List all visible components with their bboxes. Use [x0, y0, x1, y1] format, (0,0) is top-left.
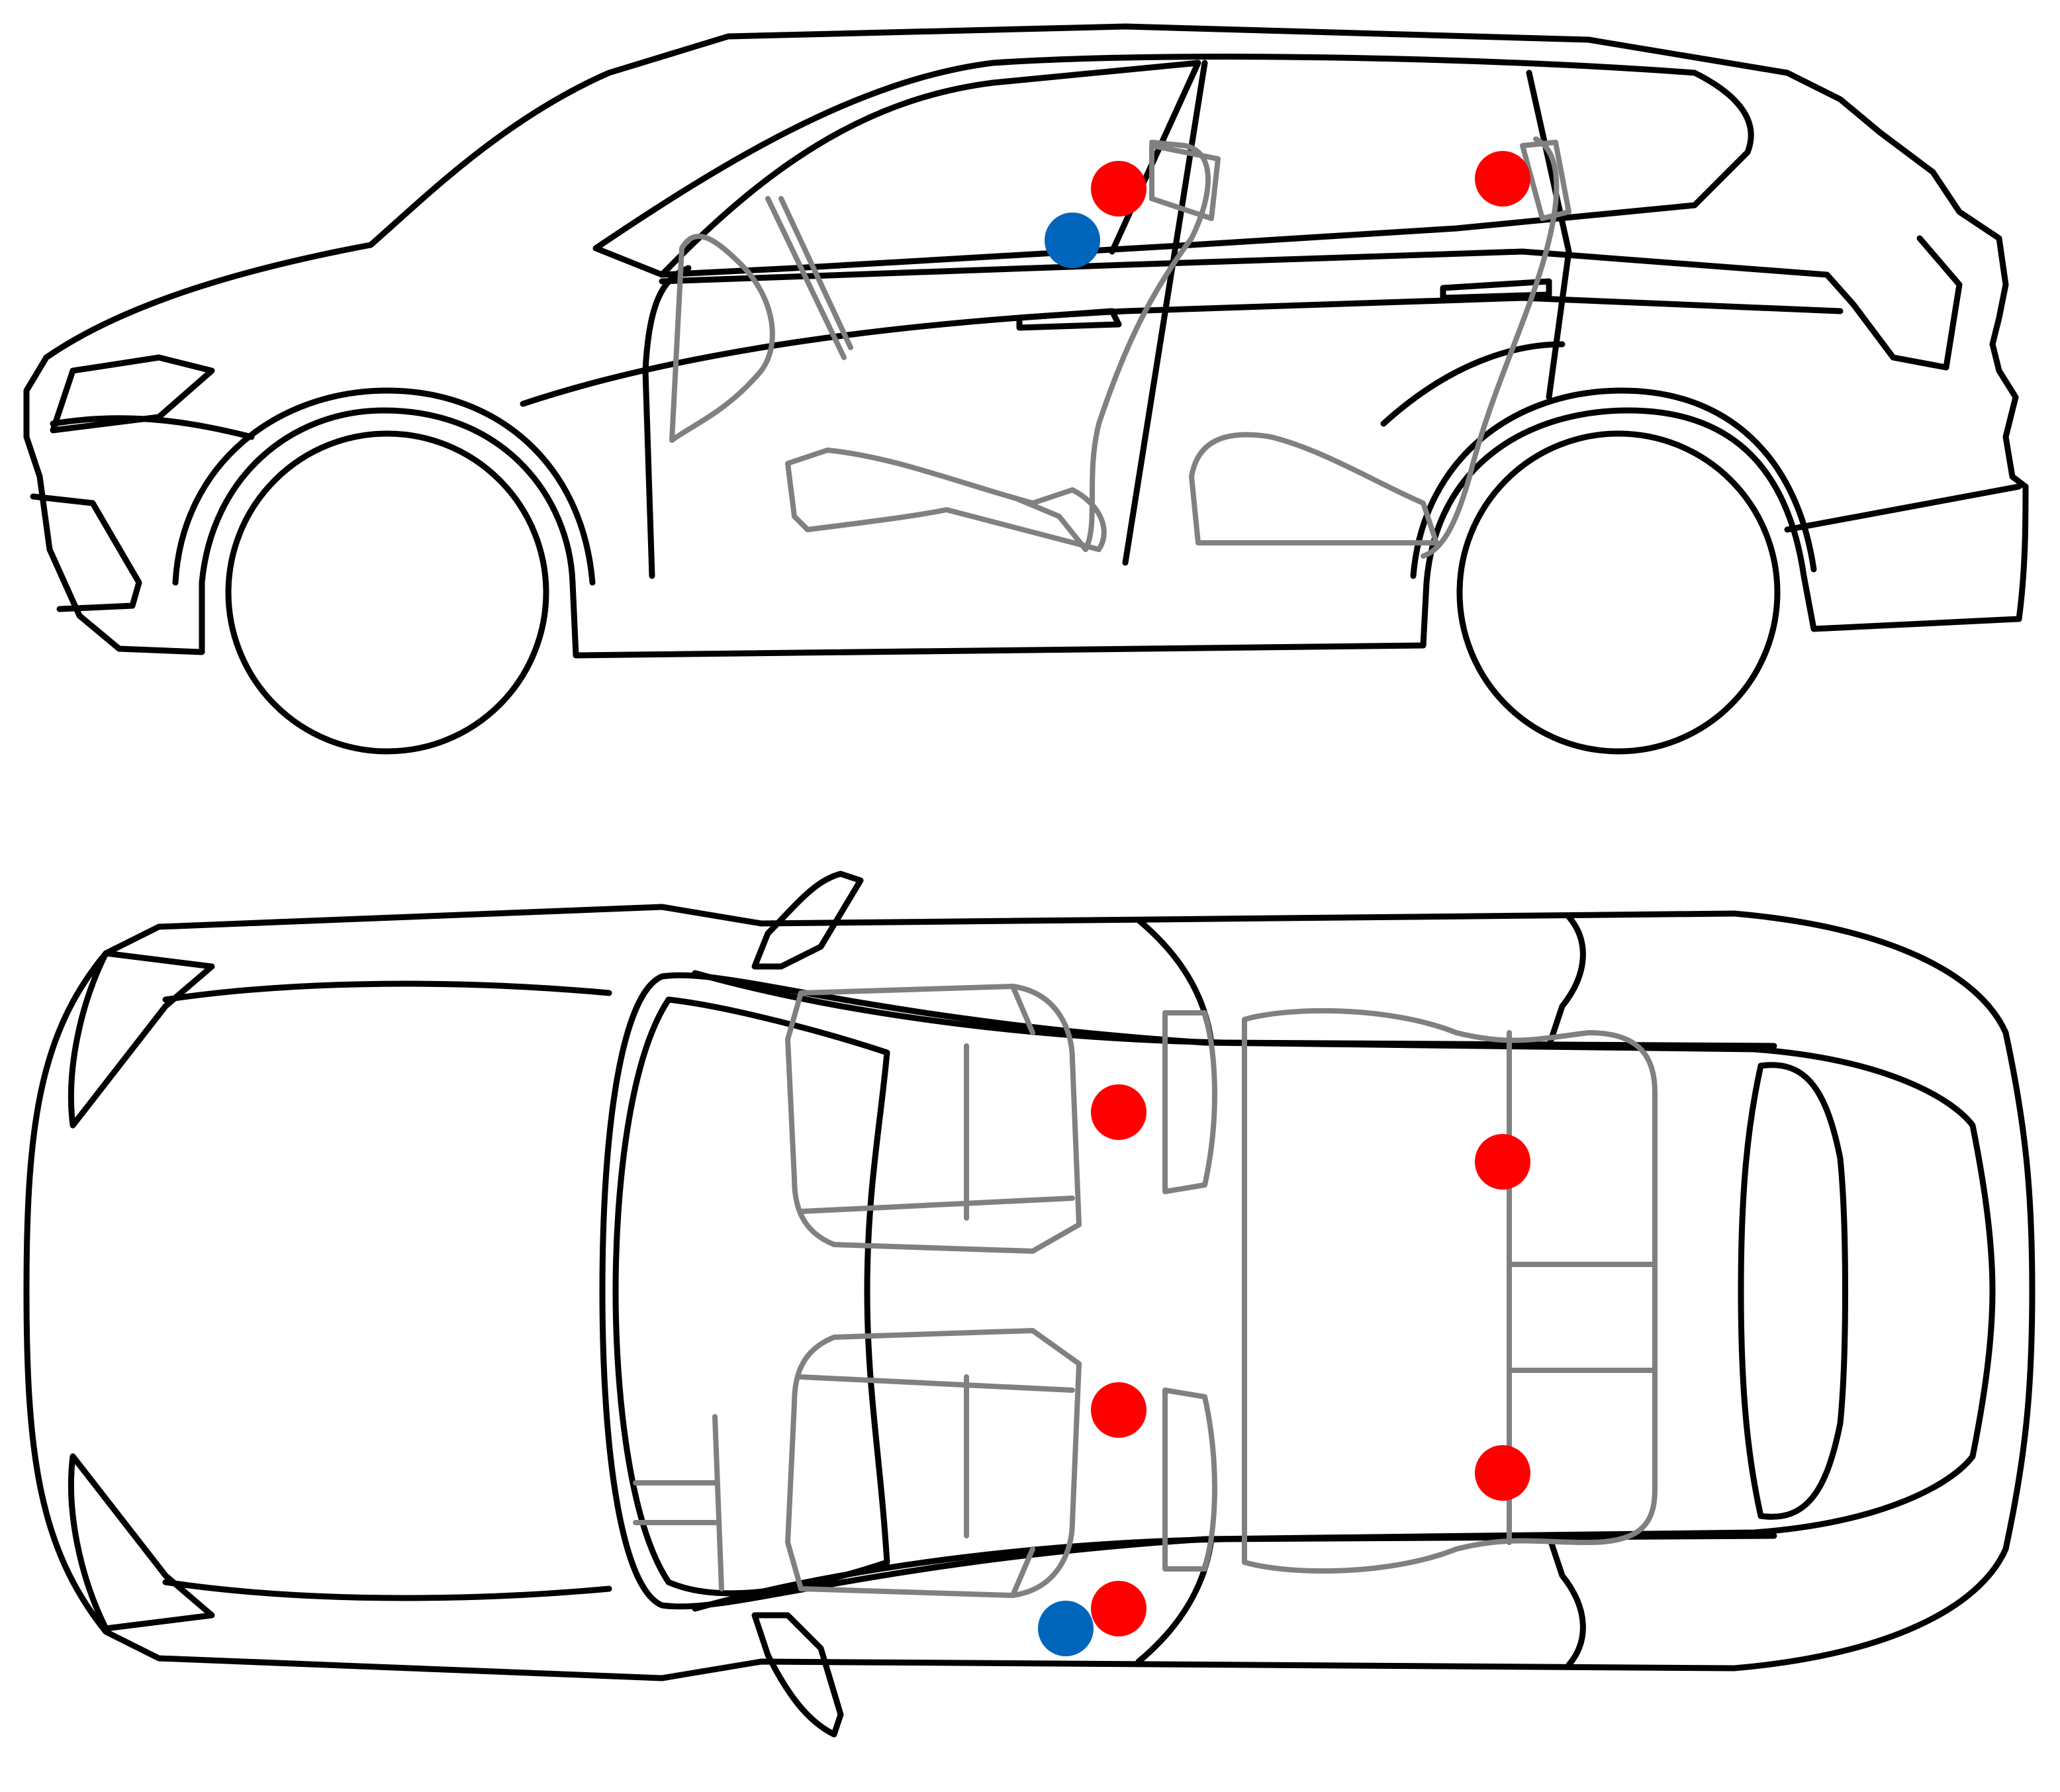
top-front-right-headrest: [1162, 1388, 1217, 1572]
top-console: [633, 1414, 724, 1591]
top-greenhouse: [599, 972, 1996, 1610]
side-rear-wheel-arch: [1410, 387, 1817, 579]
side-rear-seat-back: [1421, 136, 1560, 559]
side-rear-seat-cushion: [1189, 432, 1439, 545]
top-front-right-seat: [785, 1328, 1082, 1598]
side-rear-door-edge: [1380, 341, 1566, 427]
side-front-headrest: [1149, 143, 1221, 221]
top-hood-right: [162, 1579, 612, 1601]
top-mirror-right: [751, 1612, 844, 1738]
top-view: [23, 871, 2036, 1738]
side-front-bumper: [30, 493, 142, 612]
side-marker-rear-head: [1475, 151, 1530, 207]
top-rear-window: [1738, 1062, 1848, 1520]
side-window-line: [659, 60, 1201, 278]
top-rear-bench: [1242, 1008, 1658, 1574]
side-front-door-handle: [1016, 308, 1122, 331]
top-door-seam-right-rear: [1546, 1533, 1586, 1668]
side-front-seat-cushion: [785, 448, 1107, 552]
top-front-left-light: [68, 950, 215, 1129]
top-front-left-headrest: [1162, 1010, 1217, 1194]
top-mirror-left: [751, 871, 864, 970]
top-door-seam-left-rear: [1546, 914, 1586, 1049]
side-front-door-edge: [642, 265, 692, 579]
top-marker-rear-left: [1475, 1134, 1530, 1190]
top-marker-front-right: [1091, 1382, 1147, 1438]
top-marker-front-left: [1091, 1084, 1147, 1140]
side-marker-front-head: [1091, 161, 1147, 216]
top-windshield: [612, 996, 890, 1597]
side-rear-headrest: [1520, 140, 1571, 221]
top-door-seam-left-front: [1135, 917, 1215, 1046]
side-hood-line: [50, 415, 255, 440]
top-door-seam-right-front: [1135, 1536, 1215, 1665]
side-steering-wheel: [765, 196, 853, 360]
side-rear-door-handle: [1440, 278, 1552, 301]
side-dashboard: [669, 234, 775, 443]
side-rear-wheel: [1456, 430, 1781, 755]
side-roof-rail: [592, 54, 1754, 278]
side-door-crease: [520, 295, 1844, 407]
side-view: [23, 23, 2029, 755]
side-c-pillar: [1526, 70, 1572, 401]
side-front-wheel: [225, 430, 549, 755]
side-belt-line: [659, 248, 1830, 285]
side-body-outline: [23, 23, 2029, 659]
top-front-left-seat: [785, 984, 1082, 1254]
side-tail-light: [1824, 235, 1963, 371]
top-hood-left: [162, 980, 612, 1003]
top-roof-rail-right: [692, 1533, 1777, 1612]
side-rear-bumper: [1784, 483, 2022, 533]
top-front-right-light: [68, 1453, 215, 1632]
side-marker-front-driver: [1045, 212, 1100, 268]
top-marker-door-right-driver: [1038, 1601, 1094, 1656]
side-front-wheel-arch: [172, 387, 596, 586]
top-marker-rear-right: [1475, 1445, 1530, 1501]
top-marker-door-right: [1091, 1581, 1147, 1636]
